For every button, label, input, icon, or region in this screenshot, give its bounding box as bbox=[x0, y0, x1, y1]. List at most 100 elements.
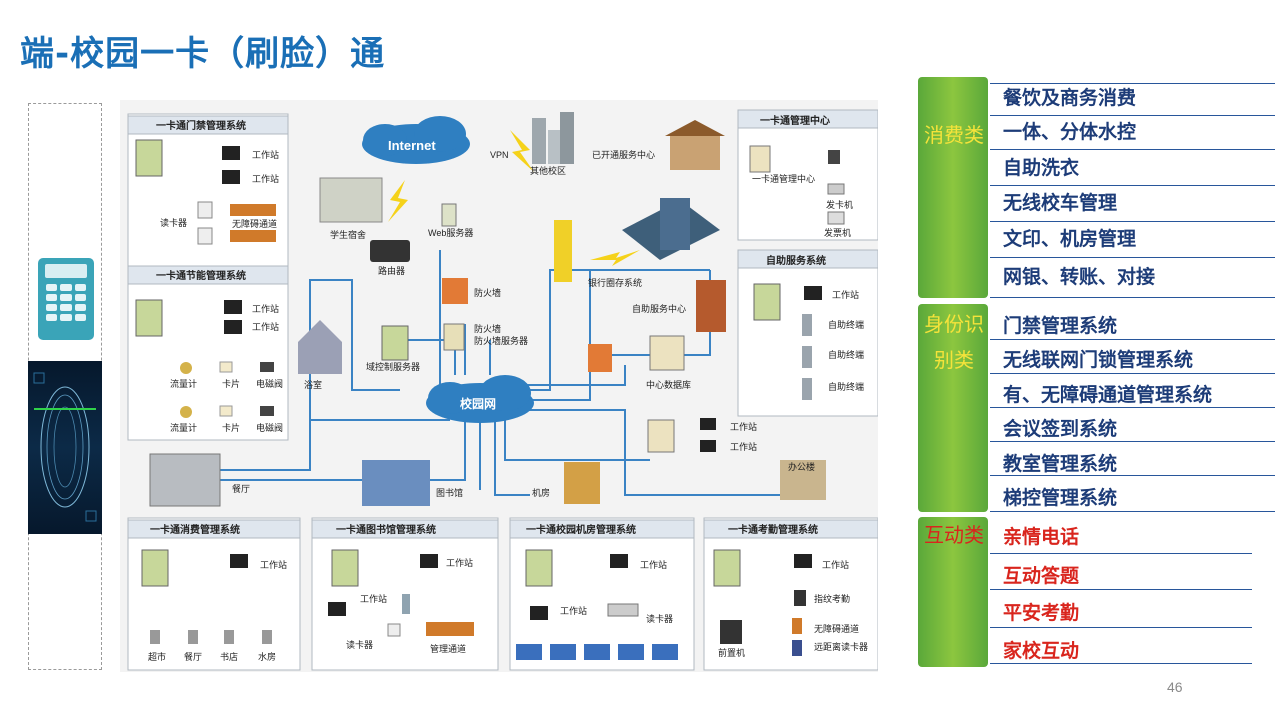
domain-server-icon bbox=[381, 325, 409, 361]
library-building-icon bbox=[362, 460, 430, 506]
svg-text:防火墙: 防火墙 bbox=[474, 323, 501, 334]
office-building-label: 办公楼 bbox=[788, 461, 815, 472]
feature-item: 文印、机房管理 bbox=[1003, 228, 1137, 250]
self-service-building-icon bbox=[696, 280, 726, 332]
svg-text:一卡通管理中心: 一卡通管理中心 bbox=[752, 173, 815, 184]
svg-text:卡片: 卡片 bbox=[222, 378, 240, 389]
library-server-icon bbox=[331, 549, 359, 587]
feature-item: 一体、分体水控 bbox=[1003, 121, 1137, 143]
central-db-label: 中心数据库 bbox=[646, 379, 691, 390]
canteen-building-icon bbox=[149, 453, 221, 507]
attendance-system-title: 一卡通考勤管理系统 bbox=[728, 523, 818, 536]
svg-text:前置机: 前置机 bbox=[718, 647, 745, 658]
energy-card-icon bbox=[219, 361, 233, 373]
svg-text:指纹考勤: 指纹考勤 bbox=[814, 593, 850, 604]
office-building-icon bbox=[780, 460, 826, 500]
feature-item: 教室管理系统 bbox=[1003, 453, 1118, 475]
bath-house-icon bbox=[298, 320, 342, 374]
feature-item: 互动答题 bbox=[1003, 565, 1080, 587]
category-interactive: 互动类 bbox=[918, 517, 988, 667]
svg-text:无障碍通道: 无障碍通道 bbox=[232, 218, 277, 229]
svg-text:工作站: 工作站 bbox=[252, 321, 279, 332]
svg-text:读卡器: 读卡器 bbox=[160, 217, 187, 228]
service-center-label: 已开通服务中心 bbox=[592, 149, 655, 160]
firewall-icon bbox=[442, 278, 468, 304]
library-label: 图书馆 bbox=[436, 487, 463, 498]
canteen-label: 餐厅 bbox=[232, 483, 250, 494]
barrier-free-icon bbox=[230, 204, 276, 216]
consume-panel bbox=[127, 517, 301, 671]
office-server-icon bbox=[647, 419, 675, 453]
bank-tower-icon bbox=[660, 198, 690, 250]
svg-text:电磁阀: 电磁阀 bbox=[256, 378, 283, 389]
category-identity-label: 身份识别类 bbox=[924, 312, 984, 372]
svg-text:超市: 超市 bbox=[148, 651, 166, 662]
consume-system-title: 一卡通消费管理系统 bbox=[150, 523, 240, 536]
face-recognition-image bbox=[28, 361, 102, 534]
access-ws1-icon bbox=[222, 146, 240, 160]
svg-text:工作站: 工作站 bbox=[832, 289, 859, 300]
svg-text:流量计: 流量计 bbox=[170, 378, 197, 389]
feature-item: 会议签到系统 bbox=[1003, 418, 1118, 440]
feature-item: 门禁管理系统 bbox=[1003, 315, 1118, 337]
db-firewall-icon bbox=[588, 344, 612, 372]
machine-room-building-icon bbox=[564, 462, 600, 504]
feature-item: 网银、转账、对接 bbox=[1003, 266, 1156, 288]
svg-text:发票机: 发票机 bbox=[824, 227, 851, 238]
card-terminal-image bbox=[38, 258, 94, 340]
vpn-label: VPN bbox=[490, 150, 509, 160]
receipt-machine-icon bbox=[827, 211, 845, 225]
campus-network-cloud bbox=[426, 375, 534, 423]
access-server-icon bbox=[135, 139, 163, 177]
svg-text:管理通道: 管理通道 bbox=[430, 643, 466, 654]
category-consumption-label: 消费类 bbox=[924, 123, 984, 147]
library-system-title: 一卡通图书馆管理系统 bbox=[336, 523, 436, 536]
feature-item: 无线联网门锁管理系统 bbox=[1003, 349, 1194, 371]
svg-text:卡片: 卡片 bbox=[222, 422, 240, 433]
svg-text:电磁阀: 电磁阀 bbox=[256, 422, 283, 433]
card-issuer-icon bbox=[827, 183, 845, 195]
dorm-building-icon bbox=[319, 177, 383, 223]
feature-item: 餐饮及商务消费 bbox=[1003, 87, 1137, 109]
svg-text:工作站: 工作站 bbox=[822, 559, 849, 570]
access-system-title: 一卡通门禁管理系统 bbox=[156, 119, 246, 132]
firewall-server-label: 防火墙服务器 bbox=[474, 335, 528, 346]
svg-text:读卡器: 读卡器 bbox=[646, 613, 673, 624]
svg-text:无障碍通道: 无障碍通道 bbox=[814, 623, 859, 634]
access-reader-icon bbox=[197, 201, 213, 219]
lab-system-title: 一卡通校园机房管理系统 bbox=[526, 523, 636, 536]
svg-text:流量计: 流量计 bbox=[170, 422, 197, 433]
valve-icon bbox=[260, 362, 274, 372]
svg-text:书店: 书店 bbox=[220, 651, 238, 662]
svg-text:自助终端: 自助终端 bbox=[828, 349, 864, 360]
svg-text:工作站: 工作站 bbox=[446, 557, 473, 568]
feature-item: 梯控管理系统 bbox=[1003, 487, 1118, 509]
campus-network-label: 校园网 bbox=[460, 396, 496, 411]
mgmt-center-server-icon bbox=[749, 145, 771, 173]
self-service-terminal-icon bbox=[802, 314, 812, 336]
feature-item: 亲情电话 bbox=[1003, 526, 1080, 548]
svg-text:工作站: 工作站 bbox=[252, 149, 279, 160]
mgmt-center-title: 一卡通管理中心 bbox=[760, 114, 830, 127]
domain-server-label: 域控制服务器 bbox=[366, 361, 420, 372]
bank-kiosk-icon bbox=[554, 220, 572, 282]
access-ws2-icon bbox=[222, 170, 240, 184]
page-number: 46 bbox=[1167, 679, 1183, 695]
self-service-title: 自助服务系统 bbox=[766, 254, 826, 267]
svg-text:水房: 水房 bbox=[258, 651, 276, 662]
other-campus-building-icon bbox=[532, 118, 546, 164]
svg-text:工作站: 工作站 bbox=[730, 441, 757, 452]
vpn-bolt-icon bbox=[510, 130, 534, 172]
machine-room-label: 机房 bbox=[532, 487, 550, 498]
office-ws1-icon bbox=[700, 418, 716, 430]
svg-text:远距离读卡器: 远距离读卡器 bbox=[814, 641, 868, 652]
firewall-server-icon bbox=[443, 323, 465, 351]
firewall-label: 防火墙 bbox=[474, 287, 501, 298]
svg-text:餐厅: 餐厅 bbox=[184, 651, 202, 662]
self-service-center-label: 自助服务中心 bbox=[632, 303, 686, 314]
mgmt-device-icon bbox=[828, 150, 840, 164]
slide-title: 端-校园一卡（刷脸）通 bbox=[20, 34, 386, 74]
feature-item: 自助洗衣 bbox=[1003, 157, 1080, 179]
svg-text:工作站: 工作站 bbox=[640, 559, 667, 570]
svg-text:发卡机: 发卡机 bbox=[826, 199, 853, 210]
